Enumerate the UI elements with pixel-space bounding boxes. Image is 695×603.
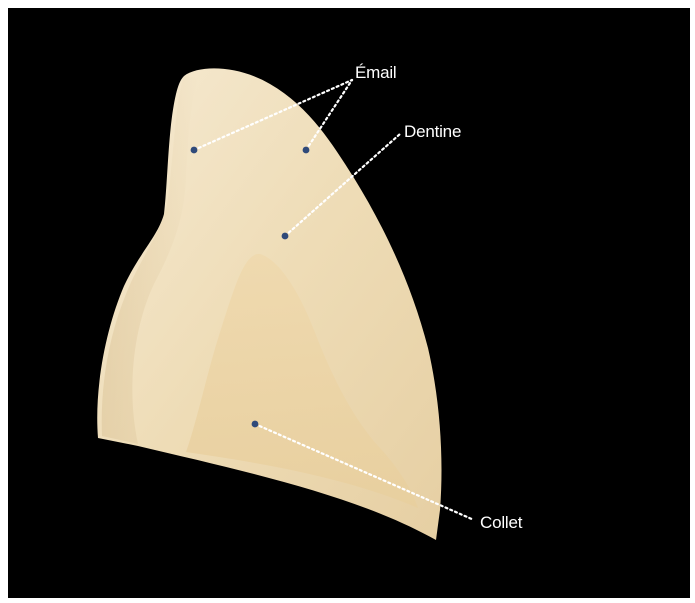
diagram-panel: Émail Dentine Collet bbox=[8, 8, 690, 598]
email-marker-1 bbox=[191, 147, 198, 154]
dentine-marker bbox=[282, 233, 289, 240]
collet-label: Collet bbox=[480, 513, 522, 533]
collet-marker bbox=[252, 421, 259, 428]
email-label: Émail bbox=[355, 63, 397, 83]
email-marker-2 bbox=[303, 147, 310, 154]
dentine-label: Dentine bbox=[404, 122, 461, 142]
tooth-diagram bbox=[8, 8, 690, 598]
